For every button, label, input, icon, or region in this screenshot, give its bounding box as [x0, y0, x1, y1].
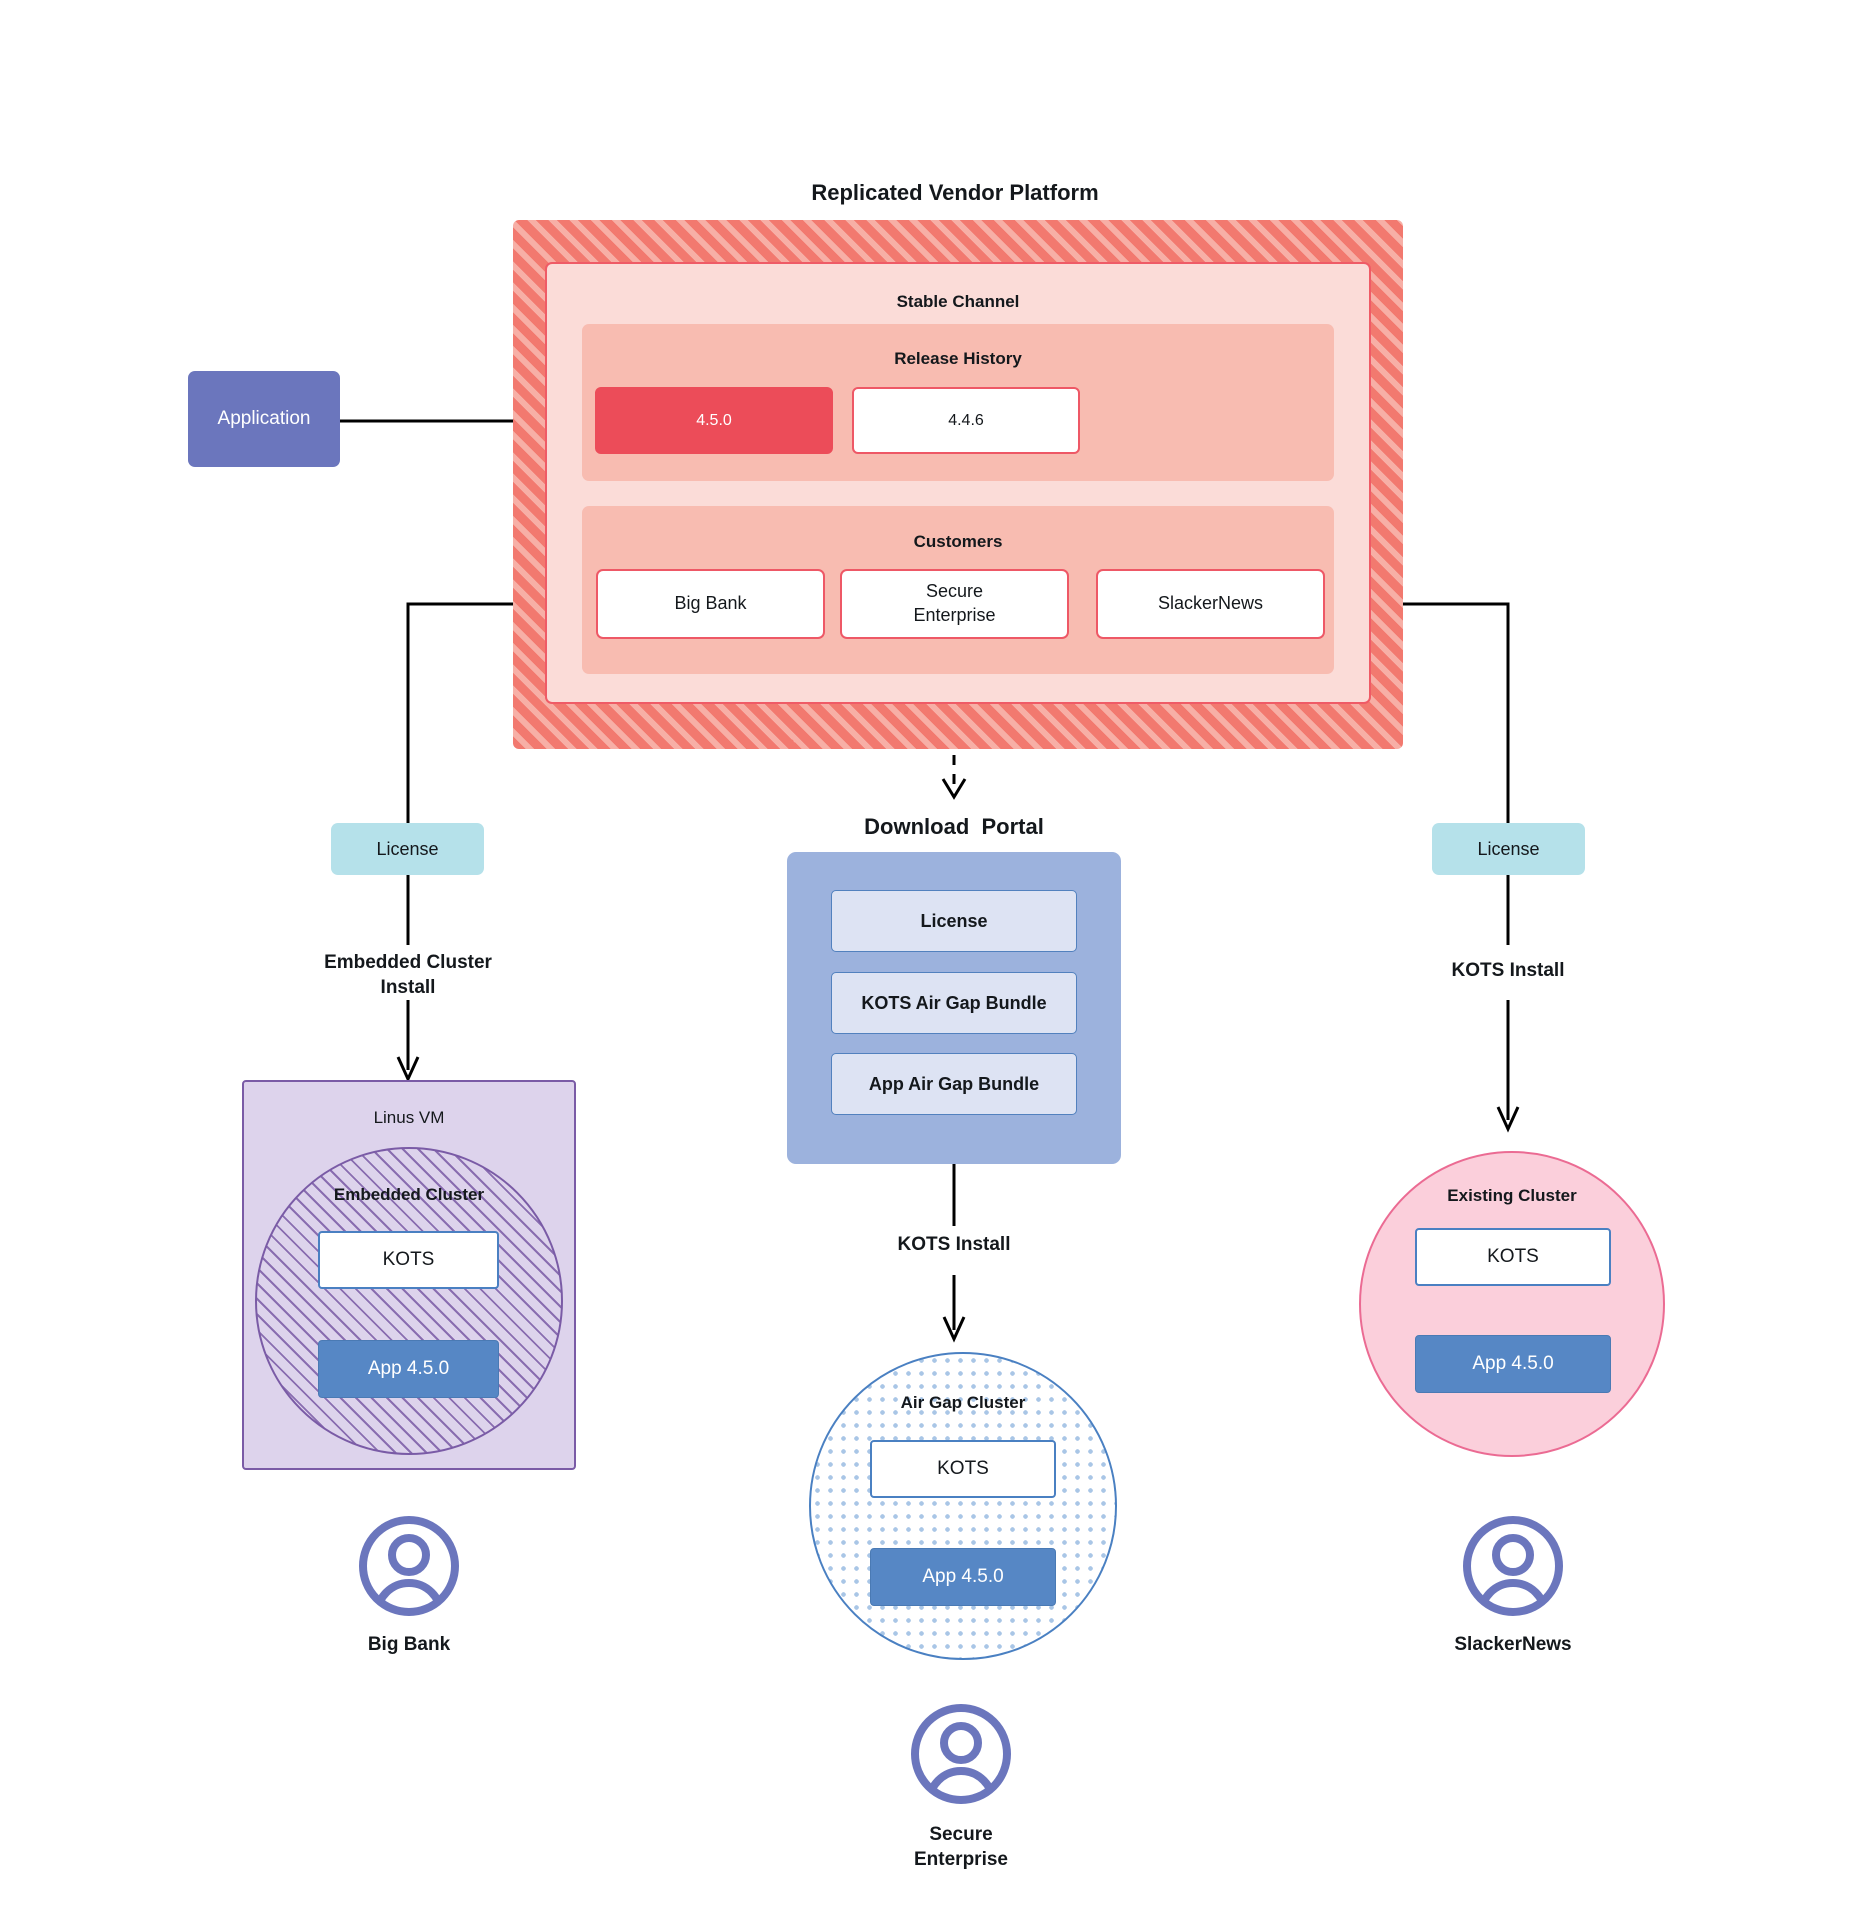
release-chip-previous[interactable]: 4.4.6	[852, 387, 1080, 454]
license-label: License	[376, 838, 439, 859]
persona-label-secure-enterprise: Secure Enterprise	[914, 1824, 1008, 1871]
persona-slackernews	[1459, 1512, 1567, 1620]
application-box[interactable]: Application	[188, 371, 340, 467]
release-version-label: 4.5.0	[696, 411, 732, 429]
existing-cluster-circle	[1359, 1151, 1665, 1457]
embedded-cluster-title: Embedded Cluster	[333, 1185, 485, 1204]
kots-install-label-center: KOTS Install	[897, 1234, 1011, 1255]
portal-item-label: License	[920, 910, 988, 931]
stable-channel-title: Stable Channel	[896, 292, 1020, 311]
app-version-box-left[interactable]: App 4.5.0	[318, 1340, 499, 1398]
linux-vm-title: Linus VM	[373, 1108, 445, 1127]
app-version-label: App 4.5.0	[922, 1566, 1004, 1587]
customer-name-label: Big Bank	[674, 593, 747, 614]
page-title: Replicated Vendor Platform	[811, 180, 1099, 205]
kots-install-label-right: KOTS Install	[1451, 960, 1565, 981]
existing-cluster-title: Existing Cluster	[1447, 1186, 1577, 1205]
persona-label-slackernews: SlackerNews	[1454, 1634, 1572, 1655]
user-avatar-icon	[359, 1516, 459, 1616]
kots-label: KOTS	[1487, 1246, 1539, 1267]
portal-item-license[interactable]: License	[831, 890, 1077, 952]
customer-name-label: SlackerNews	[1157, 593, 1264, 614]
user-avatar-icon	[1463, 1516, 1563, 1616]
customer-chip-big-bank[interactable]: Big Bank	[596, 569, 825, 639]
embedded-cluster-install-label: Embedded Cluster Install	[324, 952, 492, 999]
kots-label: KOTS	[937, 1458, 989, 1479]
customers-title: Customers	[913, 532, 1003, 551]
kots-box-left[interactable]: KOTS	[318, 1231, 499, 1289]
kots-label: KOTS	[382, 1249, 435, 1270]
air-gap-cluster-title: Air Gap Cluster	[900, 1393, 1026, 1412]
license-chip-left[interactable]: License	[331, 823, 484, 875]
portal-item-app-air-gap-bundle[interactable]: App Air Gap Bundle	[831, 1053, 1077, 1115]
customer-chip-slackernews[interactable]: SlackerNews	[1096, 569, 1325, 639]
portal-item-label: App Air Gap Bundle	[868, 1073, 1040, 1094]
release-chip-current[interactable]: 4.5.0	[595, 387, 833, 454]
kots-box-center[interactable]: KOTS	[870, 1440, 1056, 1498]
app-version-label: App 4.5.0	[367, 1358, 450, 1379]
air-gap-cluster-circle	[809, 1352, 1117, 1660]
release-version-label: 4.4.6	[948, 411, 984, 429]
customer-chip-secure-enterprise[interactable]: Secure Enterprise	[840, 569, 1069, 639]
embedded-cluster-circle	[255, 1147, 563, 1455]
release-history-title: Release History	[894, 349, 1022, 368]
license-label: License	[1477, 838, 1540, 859]
app-version-label: App 4.5.0	[1472, 1353, 1554, 1374]
download-portal-title: Download Portal	[864, 814, 1044, 839]
persona-label-big-bank: Big Bank	[367, 1634, 451, 1655]
user-avatar-icon	[911, 1704, 1011, 1804]
portal-item-kots-air-gap-bundle[interactable]: KOTS Air Gap Bundle	[831, 972, 1077, 1034]
persona-secure-enterprise	[907, 1700, 1015, 1808]
persona-big-bank	[355, 1512, 463, 1620]
wire-right-license-to-existing	[1496, 852, 1520, 1133]
kots-box-right[interactable]: KOTS	[1415, 1228, 1611, 1286]
customer-name-label: Secure Enterprise	[913, 581, 996, 625]
app-version-box-center[interactable]: App 4.5.0	[870, 1548, 1056, 1606]
application-label: Application	[217, 408, 311, 429]
portal-item-label: KOTS Air Gap Bundle	[861, 992, 1047, 1013]
license-chip-right[interactable]: License	[1432, 823, 1585, 875]
app-version-box-right[interactable]: App 4.5.0	[1415, 1335, 1611, 1393]
